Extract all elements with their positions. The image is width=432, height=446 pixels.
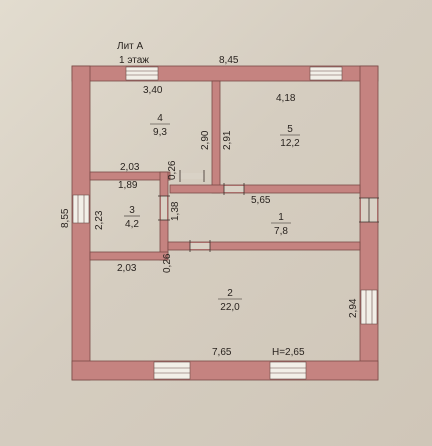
plan-title: Лит А (117, 41, 144, 52)
door-room5 (223, 183, 245, 195)
room1-number: 1 (278, 212, 284, 223)
outer-wall-right (359, 65, 379, 381)
room2-number: 2 (227, 288, 233, 299)
wall-corridor-bottom-left (89, 251, 169, 261)
dim-room4-width: 3,40 (143, 85, 163, 96)
ceiling-height: H=2,65 (272, 347, 305, 358)
dim-room2-depth: 2,94 (348, 298, 359, 318)
room4-area: 9,3 (153, 127, 167, 138)
door-room4 (179, 170, 205, 182)
room5-number: 5 (287, 124, 293, 135)
room2-area: 22,0 (220, 302, 240, 313)
dim-room2-width: 7,65 (212, 347, 232, 358)
window-top-right (309, 66, 343, 81)
dim-room3-depth: 2,23 (94, 210, 105, 230)
dim-room5-width: 4,18 (276, 93, 296, 104)
room5-area: 12,2 (280, 138, 300, 149)
dim-total-height: 8,55 (60, 208, 71, 228)
dim-partition-top-b: 0,26 (167, 160, 178, 180)
floor-label: 1 этаж (119, 55, 149, 66)
dim-total-width: 8,45 (219, 55, 239, 66)
dim-partition-bottom-a: 2,03 (117, 263, 137, 274)
door-room3 (158, 195, 170, 221)
wall-corridor-bottom-right (167, 241, 361, 251)
wall-top-rooms-bottom-left (89, 171, 171, 181)
window-left (72, 194, 90, 224)
window-bottom-left (153, 361, 191, 380)
window-bottom-right (269, 361, 307, 380)
dim-partition-bottom-b: 0,26 (162, 253, 173, 273)
door-room2 (189, 240, 211, 252)
entrance-door (359, 197, 379, 223)
wall-room4-room5 (211, 80, 221, 194)
outer-wall-bottom (71, 360, 379, 381)
room3-area: 4,2 (125, 219, 139, 230)
room4-number: 4 (157, 113, 163, 124)
wall-top-rooms-bottom-right (169, 184, 361, 194)
dim-partition-top-a: 2,03 (120, 162, 140, 173)
dim-corridor-width: 5,65 (251, 195, 271, 206)
dim-room5-depth: 2,91 (222, 130, 233, 150)
window-right (360, 289, 378, 325)
dim-corridor-depth: 1,38 (170, 201, 181, 221)
room1-area: 7,8 (274, 226, 288, 237)
dim-room4-depth: 2,90 (200, 130, 211, 150)
window-top-left (125, 66, 159, 81)
room3-number: 3 (129, 205, 135, 216)
dim-room3-width: 1,89 (118, 180, 138, 191)
